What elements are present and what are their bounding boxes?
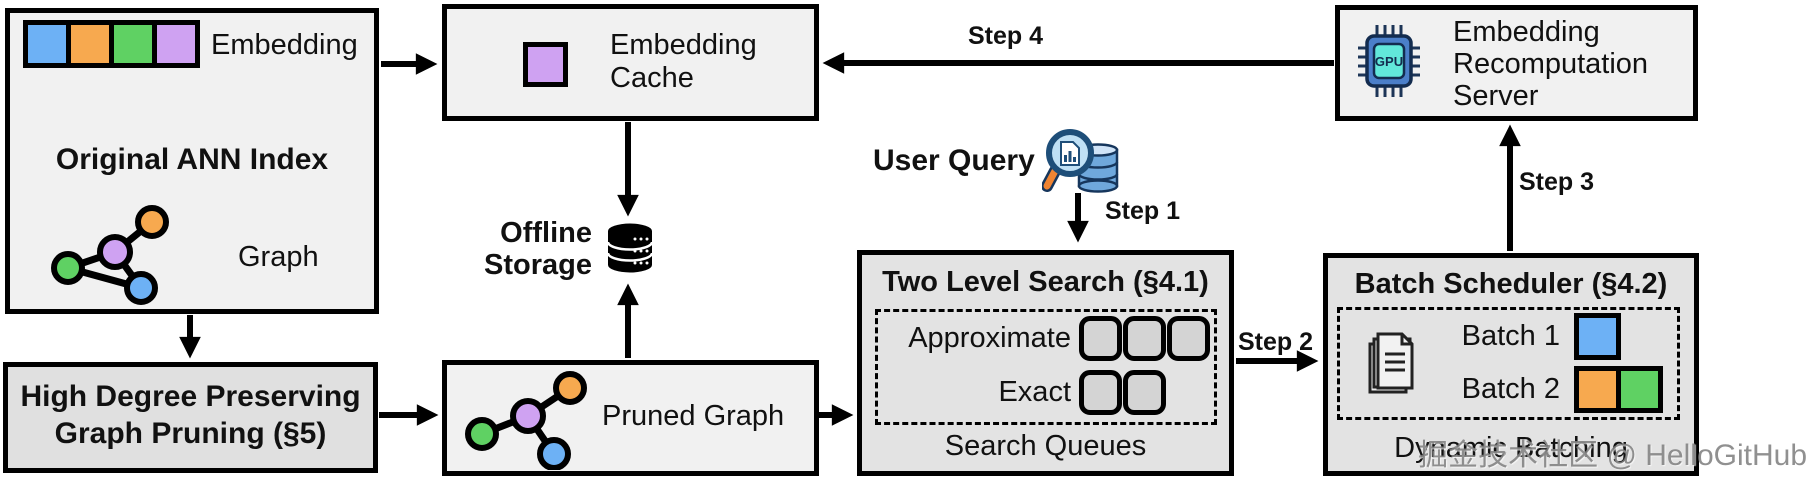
batch1-row: Batch 1 <box>1348 313 1621 360</box>
pruned-graph-label: Pruned Graph <box>602 400 785 432</box>
graph-pruning-title-line1: High Degree Preserving <box>20 380 361 413</box>
approximate-queue-row: Approximate <box>886 316 1211 361</box>
search-queues-label: Search Queues <box>944 430 1147 462</box>
recomputation-server-label: Embedding Recomputation Server <box>1453 16 1649 112</box>
step1-label: Step 1 <box>1105 197 1181 225</box>
graph-icon <box>51 205 169 305</box>
approximate-label: Approximate <box>908 322 1071 354</box>
queue-slot <box>1079 316 1122 361</box>
offline-storage-label: Offline Storage <box>484 217 592 281</box>
search-queues-panel: Approximate Exact <box>875 309 1217 425</box>
cached-embedding-icon <box>523 42 568 87</box>
queue-slot <box>1167 316 1210 361</box>
batch2-embeddings-icon <box>1574 366 1663 413</box>
database-icon <box>606 223 654 273</box>
graph-pruning-title-line2: Graph Pruning (§5) <box>54 417 327 450</box>
recomputation-server-box: GPU Embedding Recomputation Server <box>1335 5 1698 121</box>
watermark: 掘金技术社区 @ HelloGitHub <box>1418 439 1807 472</box>
embedding-cache-label: Embedding Cache <box>610 29 757 94</box>
embedding-vector-icon <box>23 20 200 68</box>
embedding-label: Embedding <box>211 29 358 61</box>
documents-icon <box>1368 332 1414 394</box>
step2-label: Step 2 <box>1238 328 1314 356</box>
graph-pruning-title: High Degree Preserving Graph Pruning (§5… <box>8 378 373 452</box>
two-level-search-box: Two Level Search (§4.1) Approximate Exac… <box>857 250 1234 476</box>
dynamic-batching-label: Dynamic Batching <box>1394 432 1628 464</box>
queue-slot <box>1123 370 1166 415</box>
dynamic-batching-panel: Batch 1 Batch 2 <box>1337 307 1680 420</box>
queue-slot <box>1079 370 1122 415</box>
user-query-label: User Query <box>873 144 1035 177</box>
batch-scheduler-title: Batch Scheduler (§4.2) <box>1354 268 1668 300</box>
batch2-row: Batch 2 <box>1348 366 1663 413</box>
exact-label: Exact <box>998 376 1071 408</box>
batch2-label: Batch 2 <box>1461 373 1560 405</box>
batch1-label: Batch 1 <box>1461 320 1560 352</box>
gpu-icon-text: GPU <box>1375 54 1403 69</box>
step3-label: Step 3 <box>1519 168 1595 196</box>
graph-pruning-box: High Degree Preserving Graph Pruning (§5… <box>3 362 378 473</box>
batch-scheduler-box: Batch Scheduler (§4.2) Batch 1 Batch 2 <box>1323 253 1699 476</box>
graph-label: Graph <box>238 241 319 273</box>
original-ann-index-box: Embedding Original ANN Index Graph <box>5 8 379 314</box>
gpu-chip-icon: GPU <box>1358 25 1420 97</box>
query-magnifier-database-icon <box>1042 129 1119 193</box>
exact-queue-row: Exact <box>886 370 1167 415</box>
embedding-cache-box: Embedding Cache <box>442 4 819 121</box>
pruned-graph-box: Pruned Graph <box>442 360 819 476</box>
original-ann-index-title: Original ANN Index <box>55 143 329 176</box>
batch1-embedding-icon <box>1574 313 1621 360</box>
pruned-graph-icon <box>465 371 587 470</box>
queue-slot <box>1123 316 1166 361</box>
two-level-search-title: Two Level Search (§4.1) <box>882 266 1209 298</box>
step4-label: Step 4 <box>968 22 1044 50</box>
